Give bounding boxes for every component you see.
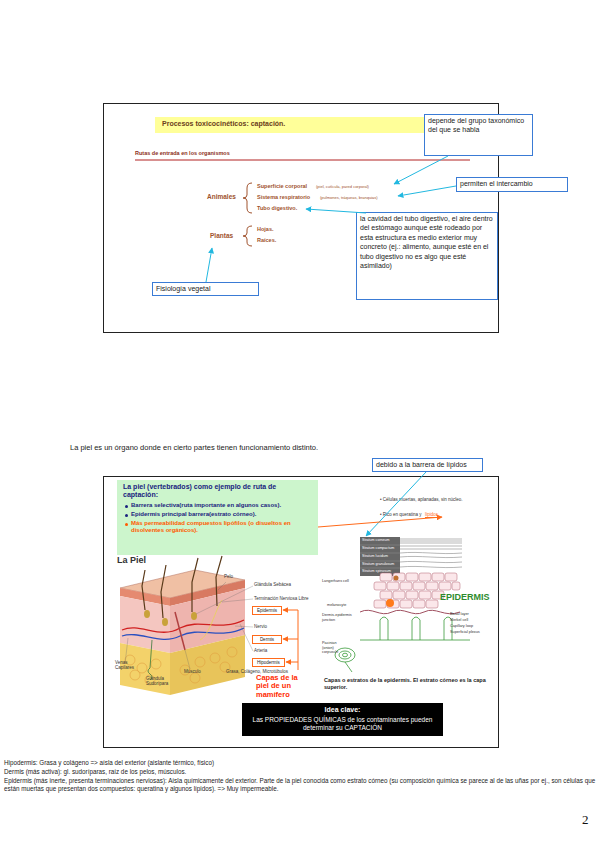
layer-box: Hipodermis <box>252 658 285 667</box>
title-band: Procesos toxicocinéticos: captación. <box>155 117 440 133</box>
part-label: Dermis-epidermis junction <box>322 613 362 622</box>
bracket <box>243 226 252 246</box>
note-text: Hipodermis: Grasa y colágeno => aísla de… <box>4 759 214 767</box>
callout-text: debido a la barrera de lípidos <box>376 460 479 469</box>
slide-title: Procesos toxicocinéticos: captación. <box>162 120 433 128</box>
route-item: Raíces. <box>257 237 276 244</box>
stratum-label: Stratum spinosum <box>362 569 391 573</box>
note-text: lípidos. <box>425 512 439 517</box>
route-item: Superficie corporal <box>257 183 307 190</box>
callout-text: permiten el intercambio <box>460 179 564 188</box>
callout-box: la cavidad del tubo digestivo, el aire d… <box>356 212 498 300</box>
note-text: • Rico en queratina y <box>380 512 422 517</box>
info-box: La piel (vertebrados) como ejemplo de ru… <box>117 480 318 555</box>
part-label: Músculo <box>184 669 201 674</box>
part-label: Glándula Sebácea <box>254 582 291 587</box>
bracket-arrow <box>283 517 442 670</box>
figure-caption: Capas o estratos de la epidermis. El est… <box>324 677 494 690</box>
underline <box>135 160 470 161</box>
page-number: 2 <box>582 812 589 828</box>
leader-arrow <box>206 156 456 536</box>
bullet-text: Epidermis principal barrera(estrato córn… <box>123 511 313 518</box>
note-text: • Células muertas, aplanadas, sin núcleo… <box>380 497 490 502</box>
route-item: Sistema respiratorio <box>257 194 310 201</box>
bracket <box>243 183 252 213</box>
idea-heading: Idea clave: <box>242 706 443 714</box>
figure-title: EPIDERMIS <box>440 592 490 603</box>
callout-box: debido a la barrera de lípidos <box>372 458 483 472</box>
route-detail: (pulmones, tráqueas, branquias) <box>320 196 378 201</box>
part-label: Venas Capilares <box>115 660 137 671</box>
layer-name: Hipodermis <box>253 659 284 666</box>
stratum-label: Stratum compactum <box>362 546 394 550</box>
route-detail: (piel, cutícula, pared corporal) <box>316 185 369 190</box>
note-text: Epidermis (más inerte, presenta terminac… <box>4 777 596 792</box>
skin-illustration <box>120 556 245 695</box>
bullet-text: Barrera selectiva(ruta importante en alg… <box>123 502 313 509</box>
callout-text: la cavidad del tubo digestivo, el aire d… <box>360 214 494 271</box>
stratum-label: Stratum lucidum <box>362 554 388 558</box>
group-label: Plantas <box>210 232 233 240</box>
info-heading: La piel (vertebrados) como ejemplo de ru… <box>123 483 313 500</box>
part-label: melanocyte <box>327 603 346 608</box>
leader-line <box>125 582 253 669</box>
stratum-label: Stratum corneum <box>362 538 390 542</box>
part-label: Capillary loop <box>450 624 473 629</box>
bullet-text: Más permeabilidad compuestos lipófilos (… <box>123 520 313 534</box>
figure-caption: Capas de la piel de un mamífero <box>256 674 308 699</box>
epidermis-illustration <box>335 537 470 672</box>
layer-box: Epidermis <box>252 606 282 615</box>
part-label: Glándula Sudorípara <box>146 676 176 687</box>
figure-title: La Piel <box>117 555 146 566</box>
callout-box: depende del grupo taxonómico del que se … <box>424 114 533 156</box>
stratum-label: Stratum granulosum <box>362 562 394 566</box>
idea-body: Las PROPIEDADES QUÍMICAS de los contamin… <box>248 716 437 732</box>
part-label: Pacinian (onion) corpuscle <box>322 641 342 655</box>
callout-text: Fisiología vegetal <box>156 284 255 293</box>
part-label: Terminación Nerviosa Libre <box>254 596 309 601</box>
callout-box: permiten el intercambio <box>456 177 568 192</box>
slide-frame: La PielPeloGlándula SebáceaTerminación N… <box>103 476 499 748</box>
key-idea-box: Idea clave: Las PROPIEDADES QUÍMICAS de l… <box>242 703 443 736</box>
route-item: Hojas. <box>257 226 274 233</box>
part-label: Nervio <box>254 624 267 629</box>
part-label: Superficial plexus <box>450 630 480 635</box>
callout-box: Fisiología vegetal <box>152 282 259 296</box>
part-label: Basal layer <box>450 612 469 617</box>
layer-name: Dermis <box>253 636 281 643</box>
route-item: Tubo digestivo. <box>257 205 297 212</box>
layer-box: Dermis <box>252 635 282 644</box>
intro-text: La piel es un órgano donde en cierto par… <box>70 443 318 452</box>
part-label: Merkel cell <box>450 618 468 623</box>
layer-name: Epidermis <box>253 607 281 614</box>
part-label: Pelo <box>224 574 233 579</box>
route-heading: Rutas de entrada en los organismos <box>135 150 230 157</box>
note-text: Dermis (más activa): gl. sudoríparas, ra… <box>4 768 186 776</box>
group-label: Animales <box>207 193 236 201</box>
part-label: Arteria <box>254 648 267 653</box>
callout-text: depende del grupo taxonómico del que se … <box>428 116 529 135</box>
part-label: Langerhans cell <box>322 579 349 584</box>
